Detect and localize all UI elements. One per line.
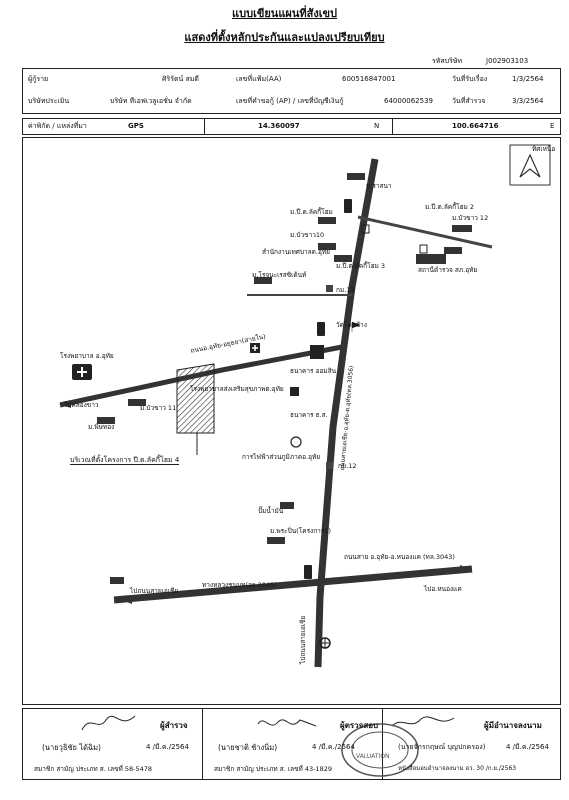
label-electricity: การไฟฟ้าส่วนภูมิภาคอ.อุทัย <box>242 453 321 461</box>
survey-label: วันที่สำรวจ <box>452 97 486 105</box>
file-label: เลขที่แฟ้ม(AA) <box>236 75 282 83</box>
title-line-1: แบบเขียนแผนที่สังเขป <box>232 7 337 20</box>
label-wat: วัดโคกช้าง <box>336 321 367 329</box>
coords-lat: 14.360097 <box>258 122 300 130</box>
coords-lon: 100.664716 <box>452 122 499 130</box>
north-arrow-icon <box>519 153 541 178</box>
coords-label: ค่าพิกัด / แหล่งที่มา <box>28 122 87 130</box>
label-m-pithak2: ม.ปี.ต.ลัคกี้โฮม 2 <box>425 203 475 211</box>
ap-value: 64000062539 <box>384 97 433 105</box>
ref-label: รหัสบริษัท <box>432 57 463 65</box>
label-school: โรงพยาบาลส่งเสริมสุขภาพต.อุทัย <box>190 385 284 393</box>
electricity-icon <box>290 436 302 448</box>
compass-box <box>509 144 551 186</box>
house-icon <box>347 173 365 180</box>
main-road <box>314 158 379 668</box>
surveyor-label: ผู้สำรวจ <box>160 721 188 730</box>
label-pipe: ไปคลองขาว <box>64 401 99 409</box>
checker-label: ผู้ตรวจสอบ <box>340 721 379 730</box>
bank2-icon <box>290 387 299 396</box>
km12-marker-icon <box>326 462 333 469</box>
coords-box <box>22 118 561 135</box>
label-land-office: สำนักงานเทศบาลต.อุทัย <box>262 248 330 256</box>
title-line-2: แสดงที่ตั้งหลักประกันและแปลงเปรียบเทียบ <box>184 31 385 44</box>
checker-signature <box>257 719 317 727</box>
label-bank1: ธนาคาร ออมสิน <box>290 367 337 375</box>
label-road-bottom2: ทางหลวงชนบท(อย.2045) <box>202 581 277 589</box>
road-top-right <box>357 215 493 249</box>
label-to-wangnoi: ไปถนนสายเอเชีย <box>299 615 307 664</box>
footer-box <box>22 708 561 780</box>
recv-label: วันที่รับเรื่อง <box>452 75 488 83</box>
info-marker-2-icon <box>419 244 428 254</box>
label-m-pithak3: ม.ปี.ต.ลัคกี้โฮม 3 <box>336 262 386 270</box>
label-pump: ปั๊มน้ำมัน <box>258 507 284 515</box>
label-m-phithong: ม.พิษทอง <box>88 423 115 431</box>
owner-label: ผู้กู้ราย <box>28 75 49 83</box>
ap-label: เลขที่คำขอกู้ (AP) / เลขที่บัญชีเงินกู้ <box>236 97 344 105</box>
survey-value: 3/3/2564 <box>512 97 544 105</box>
label-m-buakhao12: ม.บัวขาว 12 <box>452 214 489 222</box>
ref-value: J002903103 <box>486 57 529 65</box>
surveyor-name: (นายวุธิชัย ได้ฉิม) <box>42 743 101 752</box>
label-km13: กม.13 <box>336 286 355 294</box>
label-m-pithak1: ม.ปี.ต.ลัคกี้โฮม <box>290 208 333 216</box>
label-police: สถานีตำรวจ สภ.อุทัย <box>418 266 478 274</box>
bank-icon <box>310 345 324 359</box>
coords-lat-dir: N <box>374 122 380 130</box>
map-graphics <box>59 144 551 668</box>
auth-date: 4 /มี.ค./2564 <box>506 743 549 751</box>
label-m-buakhao10: ม.บัวขาว10 <box>290 231 325 239</box>
surveyor-member: สมาชิก สามัญ ประเภท ส. เลขที่ 58-5478 <box>34 765 153 773</box>
company-stamp <box>341 723 419 777</box>
label-project-location: บริเวณที่ตั้งโครงการ ปี.ต.ลัคกี้โฮม 4 <box>70 456 180 465</box>
label-hospital: โรงพยาบาล อ.อุทัย <box>60 352 114 360</box>
flag-icon <box>351 321 361 332</box>
km13-marker-icon <box>326 285 333 292</box>
road-bottom <box>113 565 473 604</box>
surveyor-date: 4 /มี.ค./2564 <box>146 743 189 751</box>
auth-name: (นายจักรกฤษณ์ บุญปกครอง) <box>398 743 486 751</box>
coords-source: GPS <box>128 122 144 130</box>
auth-signature <box>391 716 455 727</box>
label-m-buakhao11: ม.บัวขาว 11 <box>140 404 177 412</box>
stamp-text: VALUATION <box>356 753 390 760</box>
company-label: บริษัทประเมิน <box>28 97 70 105</box>
auth-member: หนังสือมอบอำนาจลงนาม อว. 30 /ก.ย./2563 <box>398 765 517 772</box>
traffic-light-1-icon <box>344 199 352 213</box>
north-label: ทิศเหนือ <box>532 145 556 153</box>
road-uthai <box>59 344 343 408</box>
label-km12: กม.12 <box>338 462 357 470</box>
company-value: บริษัท ทีเอฟเวลูเอชั่น จำกัด <box>110 97 192 105</box>
label-to-ayutthaya: ไปถนนสายเอเชีย <box>130 587 179 595</box>
label-m-rasana: ม.ราสนา <box>366 182 392 190</box>
file-value: 600516847001 <box>342 75 396 83</box>
surveyor-signature <box>81 715 136 731</box>
checker-date: 4 /มี.ค./2564 <box>312 743 355 751</box>
label-bank2: ธนาคาร ธ.ส. <box>290 411 328 419</box>
recv-value: 1/3/2564 <box>512 75 544 83</box>
traffic-light-3-icon <box>304 565 312 579</box>
map-frame <box>22 137 561 705</box>
label-m-phrapin: ม.พระปิ่น(โครงการ1) <box>270 527 331 535</box>
label-to-nongkhae: ไปอ.หนองแค <box>424 585 462 593</box>
info-marker-1-icon <box>361 224 370 234</box>
coords-lon-dir: E <box>550 122 555 130</box>
owner-value: ศิริรัตน์ สมดี <box>162 75 199 83</box>
checker-member: สมาชิก สามัญ ประเภท ส. เลขที่ 43-1829 <box>214 765 333 773</box>
info-box <box>22 68 561 114</box>
auth-label: ผู้มีอำนาจลงนาม <box>484 721 542 730</box>
label-road-bottom: ถนนสาย อ.อุทัย-อ.หนองแค (ทล.3043) <box>344 553 455 561</box>
label-m-rojana: ม.โรจนะเรสซิเด้นท์ <box>252 271 307 279</box>
project-area <box>176 363 215 434</box>
traffic-light-2-icon <box>317 322 325 336</box>
checker-name: (นายชาติ ช้างนิ่ม) <box>218 743 278 752</box>
